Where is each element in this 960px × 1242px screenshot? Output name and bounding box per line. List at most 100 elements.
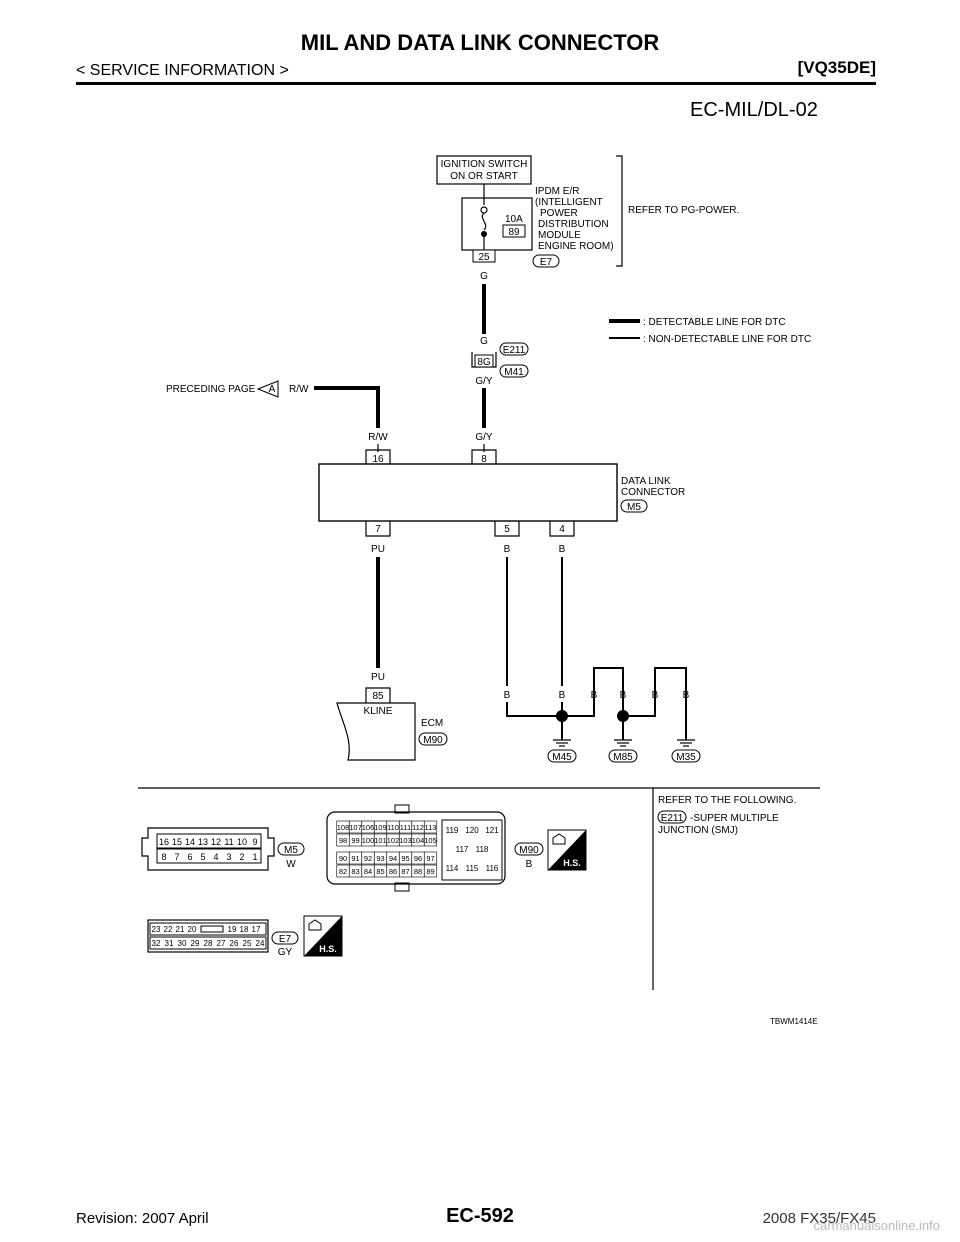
wire-b-label-1: B — [504, 690, 511, 701]
ipdm-label-6: ENGINE ROOM) — [538, 241, 614, 252]
watermark: carmanualsonline.info — [813, 1218, 940, 1233]
ipdm-label-4: DISTRIBUTION — [538, 219, 609, 230]
m5-color: W — [286, 859, 296, 870]
ipdm-box — [461, 197, 533, 251]
pin-number: 13 — [198, 837, 208, 847]
pin-number: 82 — [339, 867, 347, 876]
dlc-pin-4: 4 — [559, 524, 565, 535]
diagram-code: EC-MIL/DL-02 — [690, 99, 818, 121]
pin-number: 88 — [414, 867, 422, 876]
ecm-box — [336, 702, 416, 761]
pin-number: 16 — [159, 837, 169, 847]
hs-label: H.S. — [563, 858, 581, 868]
pin-number: 86 — [389, 867, 397, 876]
pin-number: 1 — [252, 852, 257, 862]
ecm-pin-name: KLINE — [364, 706, 393, 717]
fuse-symbol — [481, 212, 487, 231]
splice-point — [556, 710, 568, 722]
ground-m45: M45 — [552, 752, 572, 763]
ecm-pin: 85 — [372, 691, 384, 702]
dlc-pin-8: 8 — [481, 454, 487, 465]
engine-model: [VQ35DE] — [797, 58, 876, 77]
e7-connector-id: E7 — [279, 934, 292, 945]
pin-number: 17 — [252, 925, 261, 934]
section-label: < SERVICE INFORMATION > — [76, 62, 289, 79]
pin-number: 11 — [224, 837, 233, 847]
pin-number: 8 — [161, 852, 166, 862]
refer-following: REFER TO THE FOLLOWING. — [658, 795, 796, 806]
joint-connector-m41: M41 — [504, 367, 524, 378]
pin-number: 30 — [178, 939, 187, 948]
pin-number: 89 — [426, 867, 434, 876]
pin-number: 100 — [362, 836, 375, 845]
pin-number: 92 — [364, 854, 372, 863]
ipdm-label-5: MODULE — [538, 230, 581, 241]
revision: Revision: 2007 April — [76, 1210, 209, 1227]
wire-color-pu-ecm: PU — [371, 672, 385, 683]
ecm-label: ECM — [421, 718, 443, 729]
hs-label: H.S. — [319, 944, 337, 954]
pin-number: 15 — [172, 837, 182, 847]
m90-color: B — [526, 859, 533, 870]
pin-number: 98 — [339, 836, 347, 845]
e7-color: GY — [278, 947, 293, 958]
pin-number: 94 — [389, 854, 397, 863]
off-page-marker: A — [269, 384, 276, 395]
pin-number: 93 — [376, 854, 384, 863]
header-rule — [76, 82, 876, 85]
m5-connector-id: M5 — [284, 845, 298, 856]
pin-number: 121 — [485, 826, 499, 835]
ignition-switch-line2: ON OR START — [450, 171, 517, 182]
refer-pg-power: REFER TO PG-POWER. — [628, 205, 739, 216]
pin-number: 28 — [204, 939, 213, 948]
ecm-connector: M90 — [423, 735, 443, 746]
pin-number: 91 — [351, 854, 359, 863]
ground-m85: M85 — [613, 752, 633, 763]
pin-number: 110 — [387, 823, 399, 832]
ipdm-label-3: POWER — [540, 208, 578, 219]
pin-number: 87 — [401, 867, 409, 876]
dlc-pin-7: 7 — [375, 524, 381, 535]
pin-number: 5 — [200, 852, 205, 862]
pin-number: 120 — [465, 826, 479, 835]
pin-number: 20 — [188, 925, 197, 934]
pin-number: 104 — [412, 836, 425, 845]
pin-number: 10 — [237, 837, 247, 847]
wire-color-pu: PU — [371, 544, 385, 555]
ipdm-label-1: IPDM E/R — [535, 186, 579, 197]
pin-number: 90 — [339, 854, 347, 863]
m90-connector-id: M90 — [519, 845, 539, 856]
pin-number: 119 — [446, 826, 459, 835]
pin-number: 26 — [230, 939, 239, 948]
pin-number: 113 — [425, 823, 437, 832]
ignition-switch-line1: IGNITION SWITCH — [441, 159, 528, 170]
pin-number: 29 — [191, 939, 200, 948]
pin-number: 22 — [164, 925, 173, 934]
pin-number: 18 — [240, 925, 249, 934]
pin-number: 101 — [374, 836, 387, 845]
pin-number: 7 — [174, 852, 179, 862]
figure-id: TBWM1414E — [770, 1017, 818, 1026]
off-page-arrow — [256, 380, 279, 398]
dlc-label-1: DATA LINK — [621, 476, 671, 487]
smj-connector: E211 — [661, 813, 684, 824]
wire-color-rw-left: R/W — [289, 384, 309, 395]
wire-color-rw: R/W — [368, 432, 388, 443]
pin-number: 115 — [466, 864, 479, 873]
pin-number: 19 — [228, 925, 237, 934]
legend-detectable: : DETECTABLE LINE FOR DTC — [643, 317, 786, 328]
pin-number: 6 — [187, 852, 192, 862]
ipdm-pin: 25 — [478, 252, 490, 263]
pin-number: 32 — [152, 939, 161, 948]
ground-m35: M35 — [676, 752, 696, 763]
fuse-number: 89 — [508, 227, 520, 238]
pin-number: 95 — [401, 854, 409, 863]
dlc-connector: M5 — [627, 502, 641, 513]
page-number: EC-592 — [446, 1205, 514, 1227]
pin-number: 14 — [185, 837, 195, 847]
joint-connector-e211: E211 — [503, 345, 526, 356]
pin-number: 21 — [176, 925, 185, 934]
pin-number: 114 — [446, 864, 459, 873]
